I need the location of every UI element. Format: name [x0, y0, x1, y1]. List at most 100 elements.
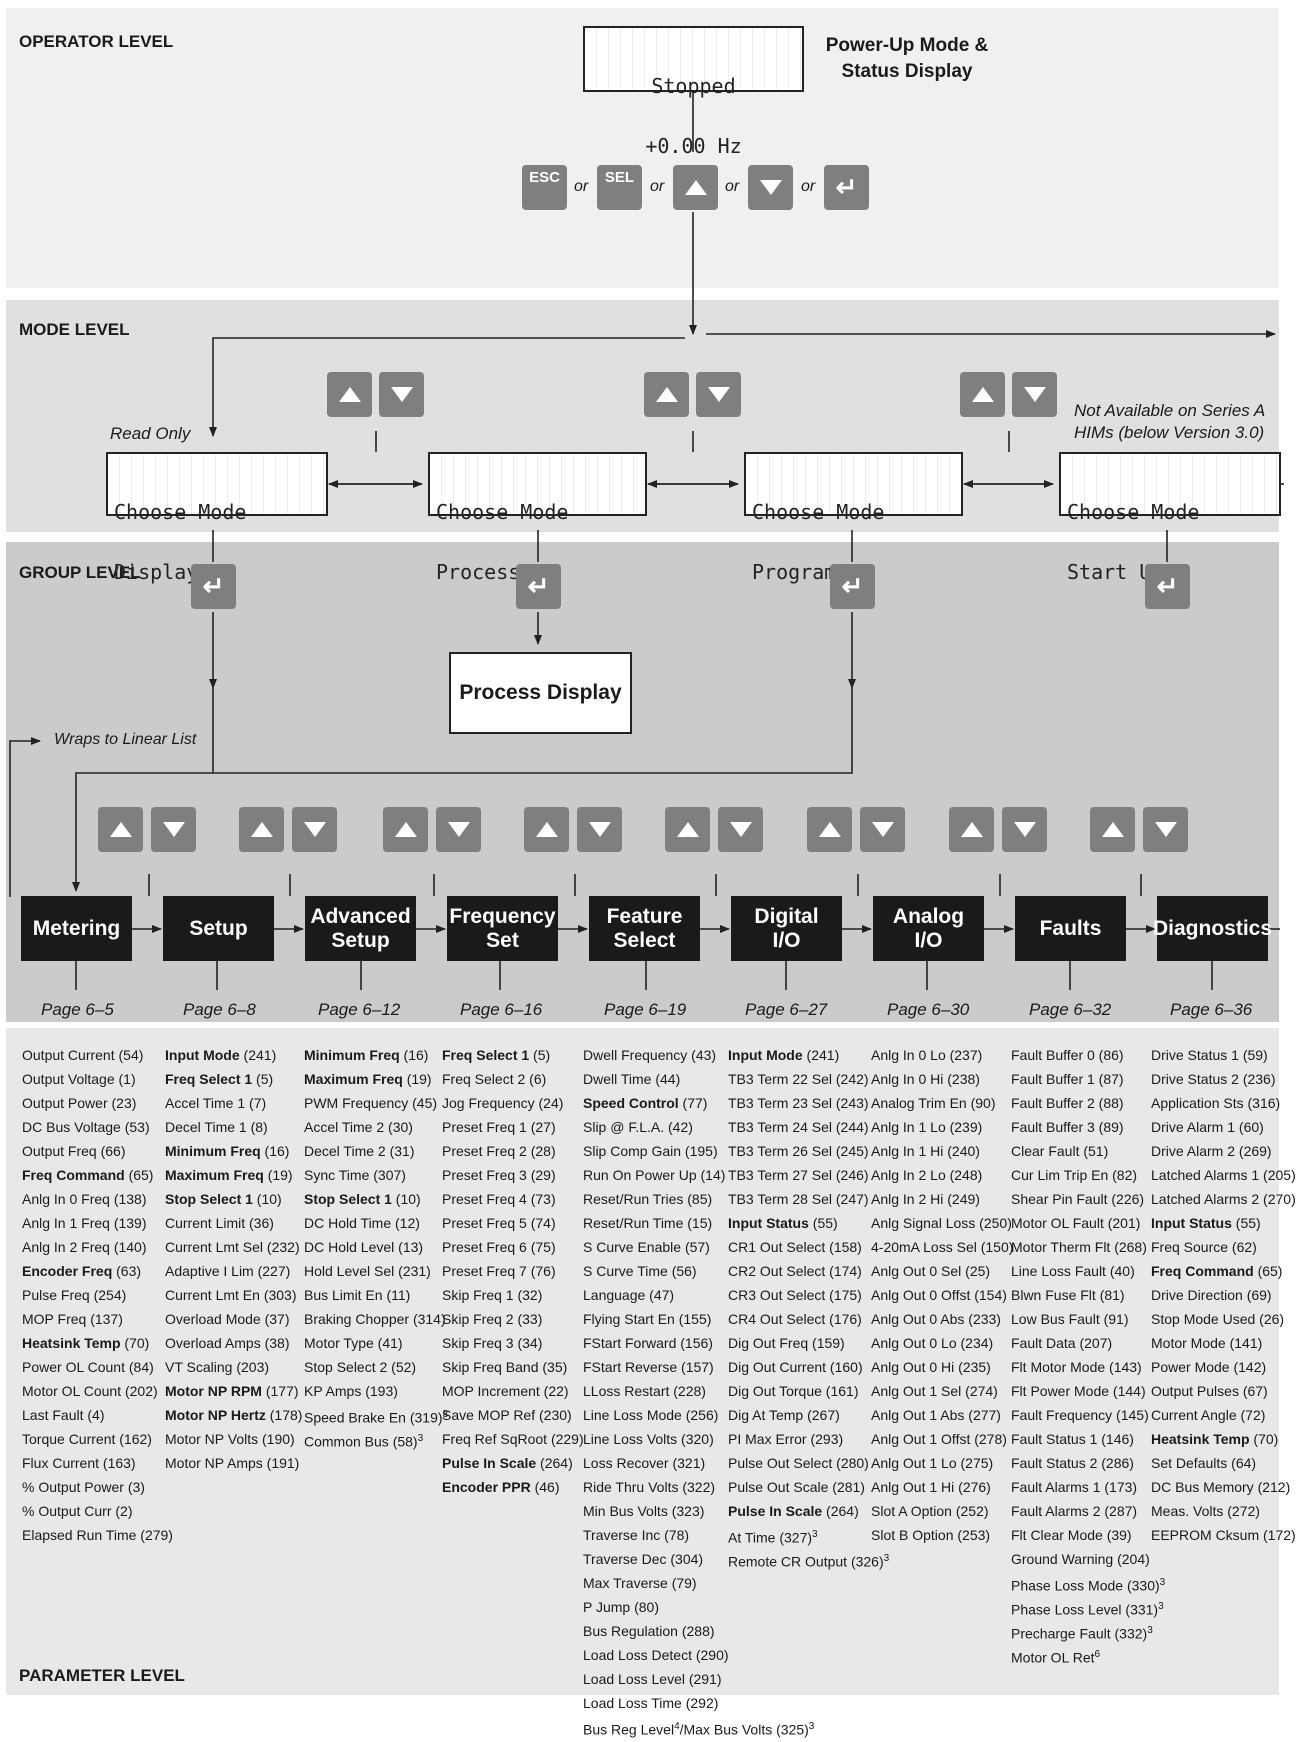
- down-arrow-key[interactable]: [292, 807, 337, 852]
- parameter-item[interactable]: Anlg In 0 Lo (237): [871, 1043, 1013, 1067]
- parameter-item[interactable]: MOP Freq (137): [22, 1307, 173, 1331]
- parameter-item[interactable]: Anlg In 1 Freq (139): [22, 1211, 173, 1235]
- parameter-item[interactable]: Set Defaults (64): [1151, 1451, 1296, 1475]
- parameter-item[interactable]: Power OL Count (84): [22, 1355, 173, 1379]
- parameter-item[interactable]: Current Limit (36): [165, 1211, 302, 1235]
- mode-display[interactable]: Choose Mode Display: [106, 452, 328, 582]
- parameter-item[interactable]: Drive Alarm 1 (60): [1151, 1115, 1296, 1139]
- parameter-item[interactable]: Anlg Out 1 Hi (276): [871, 1475, 1013, 1499]
- parameter-item[interactable]: Preset Freq 1 (27): [442, 1115, 584, 1139]
- parameter-item[interactable]: DC Hold Time (12): [304, 1211, 448, 1235]
- enter-key[interactable]: ↵: [824, 165, 869, 210]
- group-faults[interactable]: Faults: [1015, 896, 1126, 961]
- parameter-item[interactable]: Language (47): [583, 1283, 814, 1307]
- parameter-item[interactable]: DC Hold Level (13): [304, 1235, 448, 1259]
- parameter-item[interactable]: Pulse In Scale (264): [728, 1499, 889, 1523]
- parameter-item[interactable]: Anlg Out 1 Lo (275): [871, 1451, 1013, 1475]
- parameter-item[interactable]: Anlg In 0 Freq (138): [22, 1187, 173, 1211]
- parameter-item[interactable]: MOP Increment (22): [442, 1379, 584, 1403]
- parameter-item[interactable]: Skip Freq 3 (34): [442, 1331, 584, 1355]
- parameter-item[interactable]: Flt Power Mode (144): [1011, 1379, 1165, 1403]
- parameter-item[interactable]: Ground Warning (204): [1011, 1547, 1165, 1571]
- parameter-item[interactable]: CR3 Out Select (175): [728, 1283, 889, 1307]
- parameter-item[interactable]: Output Current (54): [22, 1043, 173, 1067]
- parameter-item[interactable]: Adaptive I Lim (227): [165, 1259, 302, 1283]
- parameter-item[interactable]: Anlg Signal Loss (250): [871, 1211, 1013, 1235]
- parameter-item[interactable]: % Output Curr (2): [22, 1499, 173, 1523]
- parameter-item[interactable]: Input Mode (241): [165, 1043, 302, 1067]
- parameter-item[interactable]: Pulse Out Select (280): [728, 1451, 889, 1475]
- parameter-item[interactable]: Run On Power Up (14): [583, 1163, 814, 1187]
- parameter-item[interactable]: Load Loss Level (291): [583, 1667, 814, 1691]
- parameter-item[interactable]: Anlg Out 0 Lo (234): [871, 1331, 1013, 1355]
- down-arrow-key[interactable]: [1002, 807, 1047, 852]
- up-arrow-key[interactable]: [673, 165, 718, 210]
- group-setup[interactable]: Setup: [163, 896, 274, 961]
- parameter-item[interactable]: Save MOP Ref (230): [442, 1403, 584, 1427]
- parameter-item[interactable]: Skip Freq 1 (32): [442, 1283, 584, 1307]
- parameter-item[interactable]: Torque Current (162): [22, 1427, 173, 1451]
- parameter-item[interactable]: Ride Thru Volts (322): [583, 1475, 814, 1499]
- up-arrow-key[interactable]: [98, 807, 143, 852]
- parameter-item[interactable]: Motor Mode (141): [1151, 1331, 1296, 1355]
- parameter-item[interactable]: Drive Status 2 (236): [1151, 1067, 1296, 1091]
- parameter-item[interactable]: Anlg Out 1 Sel (274): [871, 1379, 1013, 1403]
- parameter-item[interactable]: Line Loss Fault (40): [1011, 1259, 1165, 1283]
- parameter-item[interactable]: Input Status (55): [728, 1211, 889, 1235]
- parameter-item[interactable]: Load Loss Time (292): [583, 1691, 814, 1715]
- parameter-item[interactable]: Accel Time 1 (7): [165, 1091, 302, 1115]
- parameter-item[interactable]: Motor NP Volts (190): [165, 1427, 302, 1451]
- parameter-item[interactable]: EEPROM Cksum (172): [1151, 1523, 1296, 1547]
- parameter-item[interactable]: Heatsink Temp (70): [1151, 1427, 1296, 1451]
- parameter-item[interactable]: Output Power (23): [22, 1091, 173, 1115]
- parameter-item[interactable]: Traverse Inc (78): [583, 1523, 814, 1547]
- parameter-item[interactable]: Stop Select 1 (10): [304, 1187, 448, 1211]
- parameter-item[interactable]: Preset Freq 7 (76): [442, 1259, 584, 1283]
- up-arrow-key[interactable]: [665, 807, 710, 852]
- parameter-item[interactable]: Slot B Option (253): [871, 1523, 1013, 1547]
- parameter-item[interactable]: Overload Mode (37): [165, 1307, 302, 1331]
- parameter-item[interactable]: TB3 Term 26 Sel (245): [728, 1139, 889, 1163]
- parameter-item[interactable]: Minimum Freq (16): [165, 1139, 302, 1163]
- parameter-item[interactable]: Dig At Temp (267): [728, 1403, 889, 1427]
- enter-key[interactable]: ↵: [830, 564, 875, 609]
- parameter-item[interactable]: Bus Reg Level4/Max Bus Volts (325)3: [583, 1715, 814, 1739]
- parameter-item[interactable]: Stop Select 2 (52): [304, 1355, 448, 1379]
- parameter-item[interactable]: TB3 Term 22 Sel (242): [728, 1067, 889, 1091]
- parameter-item[interactable]: Bus Limit En (11): [304, 1283, 448, 1307]
- parameter-item[interactable]: Latched Alarms 1 (205): [1151, 1163, 1296, 1187]
- parameter-item[interactable]: Motor Therm Flt (268): [1011, 1235, 1165, 1259]
- parameter-item[interactable]: Fault Buffer 3 (89): [1011, 1115, 1165, 1139]
- down-arrow-key[interactable]: [860, 807, 905, 852]
- up-arrow-key[interactable]: [524, 807, 569, 852]
- up-arrow-key[interactable]: [1090, 807, 1135, 852]
- parameter-item[interactable]: Anlg In 2 Freq (140): [22, 1235, 173, 1259]
- parameter-item[interactable]: Anlg Out 0 Hi (235): [871, 1355, 1013, 1379]
- parameter-item[interactable]: Freq Ref SqRoot (229): [442, 1427, 584, 1451]
- parameter-item[interactable]: Fault Buffer 0 (86): [1011, 1043, 1165, 1067]
- up-arrow-key[interactable]: [949, 807, 994, 852]
- parameter-item[interactable]: Anlg Out 1 Offst (278): [871, 1427, 1013, 1451]
- down-arrow-key[interactable]: [577, 807, 622, 852]
- parameter-item[interactable]: Freq Source (62): [1151, 1235, 1296, 1259]
- parameter-item[interactable]: Anlg Out 0 Sel (25): [871, 1259, 1013, 1283]
- parameter-item[interactable]: Motor OL Count (202): [22, 1379, 173, 1403]
- down-arrow-key[interactable]: [718, 807, 763, 852]
- parameter-item[interactable]: Skip Freq Band (35): [442, 1355, 584, 1379]
- sel-key[interactable]: SEL: [597, 165, 642, 210]
- parameter-item[interactable]: Freq Select 1 (5): [442, 1043, 584, 1067]
- parameter-item[interactable]: Application Sts (316): [1151, 1091, 1296, 1115]
- parameter-item[interactable]: CR1 Out Select (158): [728, 1235, 889, 1259]
- parameter-item[interactable]: Fault Frequency (145): [1011, 1403, 1165, 1427]
- parameter-item[interactable]: Jog Frequency (24): [442, 1091, 584, 1115]
- parameter-item[interactable]: Encoder PPR (46): [442, 1475, 584, 1499]
- parameter-item[interactable]: DC Bus Memory (212): [1151, 1475, 1296, 1499]
- parameter-item[interactable]: Motor NP Hertz (178): [165, 1403, 302, 1427]
- parameter-item[interactable]: Pulse In Scale (264): [442, 1451, 584, 1475]
- esc-key[interactable]: ESC: [522, 165, 567, 210]
- parameter-item[interactable]: Speed Brake En (319)3: [304, 1403, 448, 1427]
- parameter-item[interactable]: Phase Loss Mode (330)3: [1011, 1571, 1165, 1595]
